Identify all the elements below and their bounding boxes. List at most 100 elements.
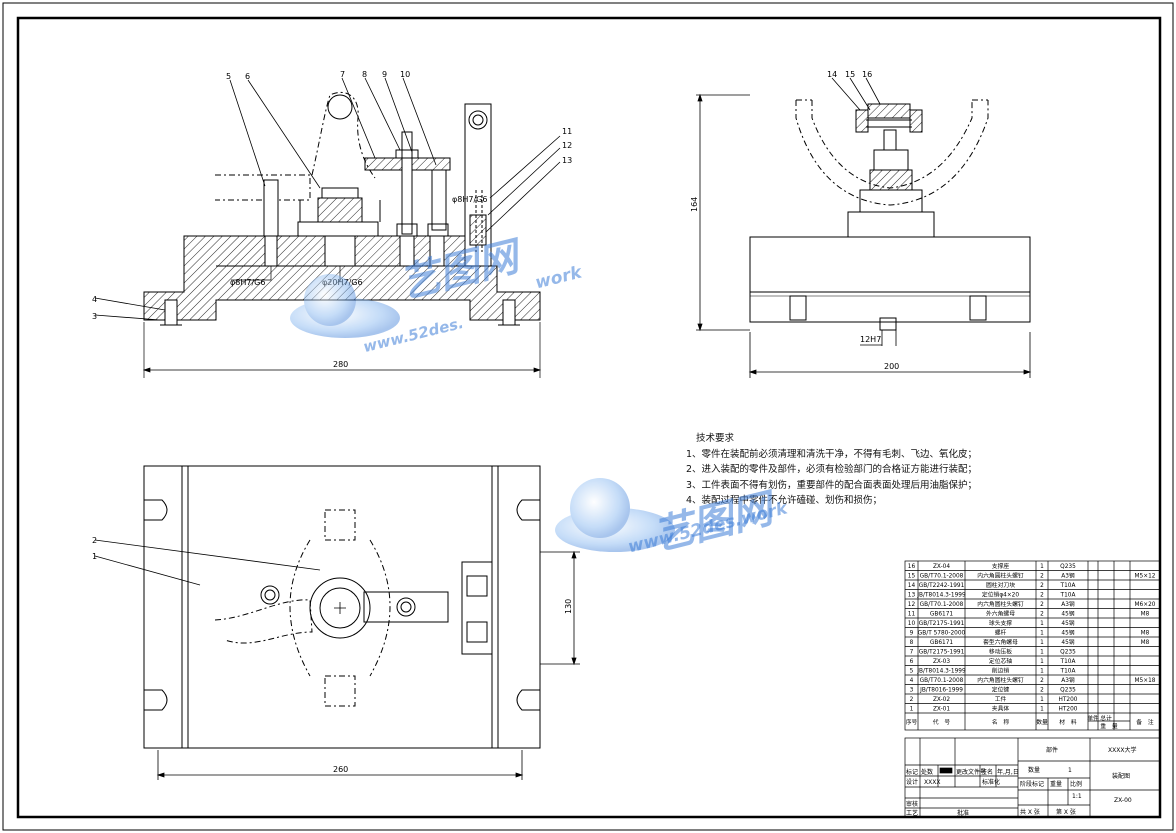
bom-cell-no: 1 bbox=[910, 707, 914, 713]
tb-sheet: 第 X 张 bbox=[1056, 808, 1076, 816]
side-height-dim: 164 bbox=[690, 197, 699, 212]
tb-part: 部件 bbox=[1046, 746, 1058, 754]
inner-border bbox=[16, 16, 1162, 819]
balloon-8: 8 bbox=[362, 70, 367, 79]
bom-cell-mat: 45钢 bbox=[1061, 619, 1074, 627]
tb-design: 设计 bbox=[906, 778, 918, 786]
tb-drawing-no: ZX-00 bbox=[1114, 797, 1132, 804]
bom-cell-mat: T10A bbox=[1060, 583, 1076, 589]
side-width-dim: 200 bbox=[884, 362, 899, 371]
title-block bbox=[904, 737, 1161, 818]
bom-cell-qty: 1 bbox=[1040, 659, 1044, 665]
bom-cell-mat: HT200 bbox=[1059, 707, 1078, 713]
bom-cell-code: GB/T2175-1991 bbox=[919, 621, 965, 627]
bom-header-weight: 重 量 bbox=[1100, 722, 1118, 730]
balloon-11: 11 bbox=[562, 127, 572, 136]
bom-header-no: 序号 bbox=[906, 718, 918, 726]
bom-cell-name: 圆柱对刀块 bbox=[986, 581, 1015, 589]
bom-cell-code: ZX-03 bbox=[933, 659, 950, 665]
bom-cell-no: 16 bbox=[908, 564, 916, 570]
tb-school: XXXX大学 bbox=[1108, 746, 1136, 754]
balloon-13: 13 bbox=[562, 156, 572, 165]
plan-height-dim: 130 bbox=[564, 599, 573, 614]
bom-cell-mat: T10A bbox=[1060, 669, 1076, 675]
bom-cell-note: M5×12 bbox=[1135, 574, 1156, 580]
bom-cell-qty: 1 bbox=[1040, 697, 1044, 703]
bom-header-name: 名 称 bbox=[992, 718, 1010, 726]
tech-line-2: 2、进入装配的零件及部件，必须有检验部门的合格证方能进行装配； bbox=[686, 464, 978, 475]
tb-approve: 批准 bbox=[957, 809, 969, 817]
bom-cell-name: 球头支撑 bbox=[989, 619, 1012, 627]
bom-cell-no: 9 bbox=[910, 631, 914, 637]
balloon-2: 2 bbox=[92, 536, 97, 545]
bom-cell-code: ZX-04 bbox=[933, 564, 950, 570]
plan-leaders bbox=[94, 539, 580, 780]
bom-cell-name: 套型六角螺母 bbox=[983, 638, 1018, 646]
bom-cell-name: 工件 bbox=[995, 695, 1007, 703]
bom-cell-code: ZX-02 bbox=[933, 697, 950, 703]
tb-review: 审核 bbox=[906, 800, 918, 808]
tb-count-col: 处数 bbox=[921, 768, 933, 776]
bom-cell-qty: 1 bbox=[1040, 631, 1044, 637]
balloon-12: 12 bbox=[562, 141, 572, 150]
bom-cell-qty: 1 bbox=[1040, 669, 1044, 675]
tech-line-1: 1、零件在装配前必须清理和清洗干净，不得有毛刺、飞边、氧化皮； bbox=[686, 448, 978, 460]
tb-sheets: 共 X 张 bbox=[1020, 808, 1040, 816]
balloon-9: 9 bbox=[382, 70, 387, 79]
bom-cell-note: M8 bbox=[1141, 612, 1150, 618]
tb-process: 工艺 bbox=[906, 809, 918, 817]
bom-cell-code: JB/T8014.3-1999 bbox=[916, 593, 966, 599]
bom-cell-no: 12 bbox=[908, 602, 916, 608]
bom-cell-no: 3 bbox=[910, 688, 914, 694]
front-balloon-labels: 5 6 7 8 9 10 11 12 13 4 3 bbox=[92, 70, 572, 321]
bom-cell-no: 4 bbox=[910, 678, 914, 684]
balloon-5: 5 bbox=[226, 72, 231, 81]
bom-cell-qty: 2 bbox=[1040, 688, 1044, 694]
bom-cell-qty: 1 bbox=[1040, 564, 1044, 570]
front-leaders bbox=[94, 77, 561, 321]
bom-cell-no: 8 bbox=[910, 640, 914, 646]
balloon-14: 14 bbox=[827, 70, 837, 79]
bom-cell-note: M6×20 bbox=[1135, 602, 1156, 608]
bom-cell-mat: 45钢 bbox=[1061, 629, 1074, 637]
bom-cell-code: GB6171 bbox=[930, 640, 954, 646]
bom-cell-no: 15 bbox=[908, 574, 916, 580]
bom-cell-mat: A3钢 bbox=[1061, 676, 1075, 684]
balloon-4: 4 bbox=[92, 295, 97, 304]
bom-cell-qty: 2 bbox=[1040, 593, 1044, 599]
bom-cell-mat: HT200 bbox=[1059, 697, 1078, 703]
bom-header-single: 单件 bbox=[1087, 714, 1099, 722]
bom-cell-qty: 2 bbox=[1040, 602, 1044, 608]
bom-cell-name: 定位芯轴 bbox=[989, 657, 1012, 665]
technical-requirements: 技术要求 1、零件在装配前必须清理和清洗干净，不得有毛刺、飞边、氧化皮； 2、进… bbox=[686, 431, 977, 509]
bom-cell-no: 7 bbox=[910, 650, 914, 656]
bom-cell-code: GB/T70.1-2008 bbox=[920, 678, 964, 684]
bom-cell-qty: 1 bbox=[1040, 707, 1044, 713]
watermark-globe-mid bbox=[555, 478, 675, 552]
bom-cell-note: M8 bbox=[1141, 640, 1150, 646]
balloon-1: 1 bbox=[92, 552, 97, 561]
tb-change: 更改文件号 bbox=[956, 768, 986, 776]
bom-cell-name: 内六角圆柱头螺钉 bbox=[977, 676, 1024, 684]
bom-cell-note: M5×18 bbox=[1135, 678, 1156, 684]
tech-line-4: 4、装配过程中零件不允许磕碰、划伤和损伤； bbox=[686, 495, 883, 506]
bom-header-note: 备 注 bbox=[1136, 718, 1154, 726]
balloon-3: 3 bbox=[92, 312, 97, 321]
bom-cell-code: GB6171 bbox=[930, 612, 954, 618]
tech-title: 技术要求 bbox=[696, 433, 735, 444]
bom-cell-name: 支撑座 bbox=[992, 562, 1010, 570]
bom-cell-code: JB/T8016-1999 bbox=[919, 688, 963, 694]
bom-cell-qty: 2 bbox=[1040, 612, 1044, 618]
bom-cell-code: JB/T8014.3-1999 bbox=[916, 669, 966, 675]
bom-cell-name: 内六角圆柱头螺钉 bbox=[977, 600, 1024, 608]
fit-right-label: φ8H7/G6 bbox=[452, 195, 487, 204]
bom-cell-name: 定位键 bbox=[992, 686, 1010, 694]
bom-cell-no: 5 bbox=[910, 669, 914, 675]
tb-scale: 1:1 bbox=[1072, 793, 1082, 800]
tb-stage: 阶段标记 bbox=[1020, 780, 1044, 788]
bom-cell-qty: 1 bbox=[1040, 640, 1044, 646]
bom-header-code: 代 号 bbox=[933, 718, 951, 726]
